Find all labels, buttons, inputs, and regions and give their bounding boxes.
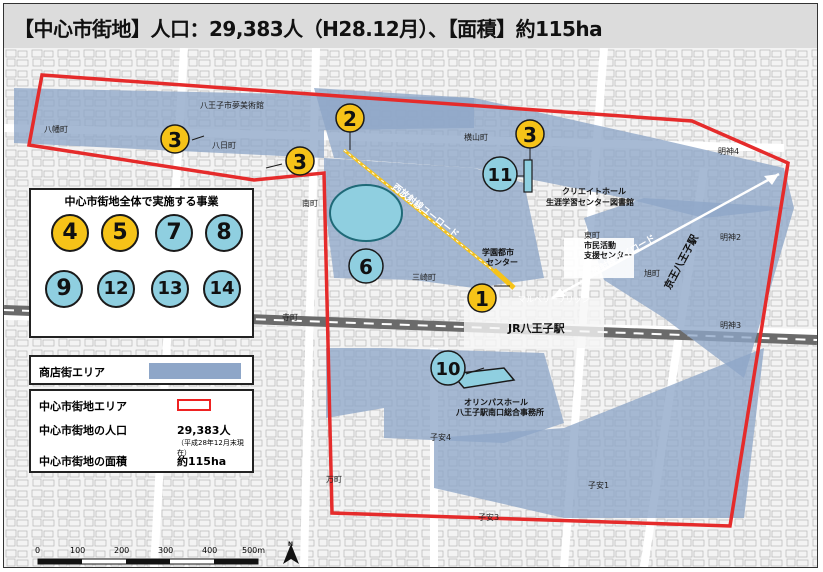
legend-area-size-value: 約115ha (177, 455, 227, 468)
facility-label-civic-2: 支援センター (583, 250, 632, 260)
svg-text:N: N (288, 541, 293, 548)
legend-project-5: 5 (101, 214, 139, 252)
svg-text:11: 11 (487, 165, 512, 186)
legend-population-value: 29,383人 (177, 424, 231, 437)
svg-text:3: 3 (523, 123, 537, 147)
legend-project-8: 8 (205, 214, 243, 252)
scale-tick-0: 0 (35, 546, 41, 555)
legend-population-note: （平成28年12月末現在） (177, 439, 244, 457)
marker-10: 10 (430, 350, 466, 386)
place-label-yawatacho: 八幡町 (44, 124, 68, 134)
facility-labels: クリエイトホール 生涯学習センター図書館 市民活動 支援センター 学園都市 セン… (455, 186, 634, 417)
legend-shopping-panel: 商店街エリア (29, 355, 254, 385)
legend-area-size-label: 中心市街地の面積 (39, 455, 127, 468)
marker-pointers (191, 130, 531, 375)
central-district-boundary (26, 73, 790, 528)
place-label-koyasu4: 子安4 (430, 432, 451, 442)
zone-11-building (523, 159, 533, 193)
place-label-koyasu3: 子安3 (478, 512, 499, 522)
facility-label-olympus-hall: オリンパスホール (464, 397, 528, 407)
facility-label-library: 生涯学習センター図書館 (546, 197, 634, 207)
facility-label-gakuen-1: 学園都市 (482, 247, 514, 257)
legend-project-9: 9 (45, 270, 83, 308)
place-label-koyasu1: 子安1 (588, 480, 609, 490)
legend-shopping-swatch (149, 363, 241, 379)
svg-text:3: 3 (168, 128, 182, 152)
place-label-museum: 八王子市夢美術館 (200, 100, 264, 110)
place-label-yokoyamacho: 横山町 (464, 132, 488, 142)
place-label-yorozucho: 万町 (326, 475, 342, 484)
scale-tick-400: 400 (202, 546, 218, 555)
legend-project-7: 7 (155, 214, 193, 252)
legend-project-12: 12 (97, 270, 135, 308)
facility-label-gakuen-2: センター (486, 257, 518, 267)
map-area: 八王子市夢美術館 八幡町 八日町 横山町 南町 明神4 明神2 明神3 旭町 東… (4, 48, 817, 567)
east-route-line (551, 172, 780, 300)
legend-projects-panel: 中心市街地全体で実施する事業 4 5 7 8 9 12 13 14 (29, 188, 254, 338)
facility-label-south-office: 八王子駅南口総合事務所 (455, 407, 544, 417)
place-label-misakicho: 三崎町 (412, 272, 436, 282)
facility-label-mulberry-bridge: マルベリーブリッジ (518, 294, 590, 304)
place-label-myojin3: 明神3 (720, 320, 741, 330)
svg-text:6: 6 (359, 255, 373, 279)
legend-shopping-label: 商店街エリア (39, 366, 105, 379)
svg-text:2: 2 (343, 107, 357, 131)
scale-tick-200: 200 (114, 546, 130, 555)
north-arrow-icon: N (283, 541, 299, 564)
title-bar: 【中心市街地】人口：29,383人（H28.12月）、【面積】約115ha (4, 4, 817, 49)
place-label-myojin4: 明神4 (718, 146, 739, 156)
place-label-teramachi: 寺町 (282, 313, 298, 322)
marker-3-center: 3 (285, 146, 315, 176)
svg-text:10: 10 (435, 359, 460, 380)
map-title: 【中心市街地】人口：29,383人（H28.12月）、【面積】約115ha (14, 17, 603, 41)
scale-bar: 0 100 200 300 400 500m (34, 546, 274, 567)
marker-2: 2 (335, 103, 365, 133)
marker-11: 11 (482, 156, 518, 192)
facility-label-civic-1: 市民活動 (584, 240, 616, 250)
legend-boundary-swatch (177, 399, 211, 411)
marker-3-west: 3 (160, 124, 190, 154)
place-label-yokacho: 八日町 (212, 141, 236, 150)
marker-3-east: 3 (515, 119, 545, 149)
legend-project-13: 13 (151, 270, 189, 308)
place-label-asahicho: 旭町 (644, 268, 660, 278)
legend-project-14: 14 (203, 270, 241, 308)
station-label-jr-hachioji: JR八王子駅 (507, 322, 565, 335)
marker-6: 6 (348, 248, 384, 284)
place-label-myojin2: 明神2 (720, 232, 741, 242)
place-label-minamicho: 南町 (302, 198, 318, 208)
legend-info-panel: 中心市街地エリア 中心市街地の人口 29,383人 （平成28年12月末現在） … (29, 389, 254, 473)
scale-tick-300: 300 (158, 546, 174, 555)
legend-project-4: 4 (51, 214, 89, 252)
marker-1: 1 (467, 283, 497, 313)
map-figure: 【中心市街地】人口：29,383人（H28.12月）、【面積】約115ha (3, 3, 818, 568)
legend-area-label: 中心市街地エリア (39, 400, 127, 413)
svg-text:1: 1 (475, 287, 489, 311)
legend-projects-title: 中心市街地全体で実施する事業 (64, 195, 219, 208)
scale-tick-100: 100 (70, 546, 86, 555)
scale-tick-500: 500m (242, 546, 266, 555)
place-label-azumacho: 東町 (584, 230, 600, 240)
svg-text:3: 3 (293, 150, 307, 174)
facility-label-create-hall: クリエイトホール (562, 186, 626, 196)
place-labels: 八王子市夢美術館 八幡町 八日町 横山町 南町 明神4 明神2 明神3 旭町 東… (44, 100, 741, 522)
legend-population-label: 中心市街地の人口 (39, 424, 127, 437)
zone-6-area (329, 184, 403, 242)
